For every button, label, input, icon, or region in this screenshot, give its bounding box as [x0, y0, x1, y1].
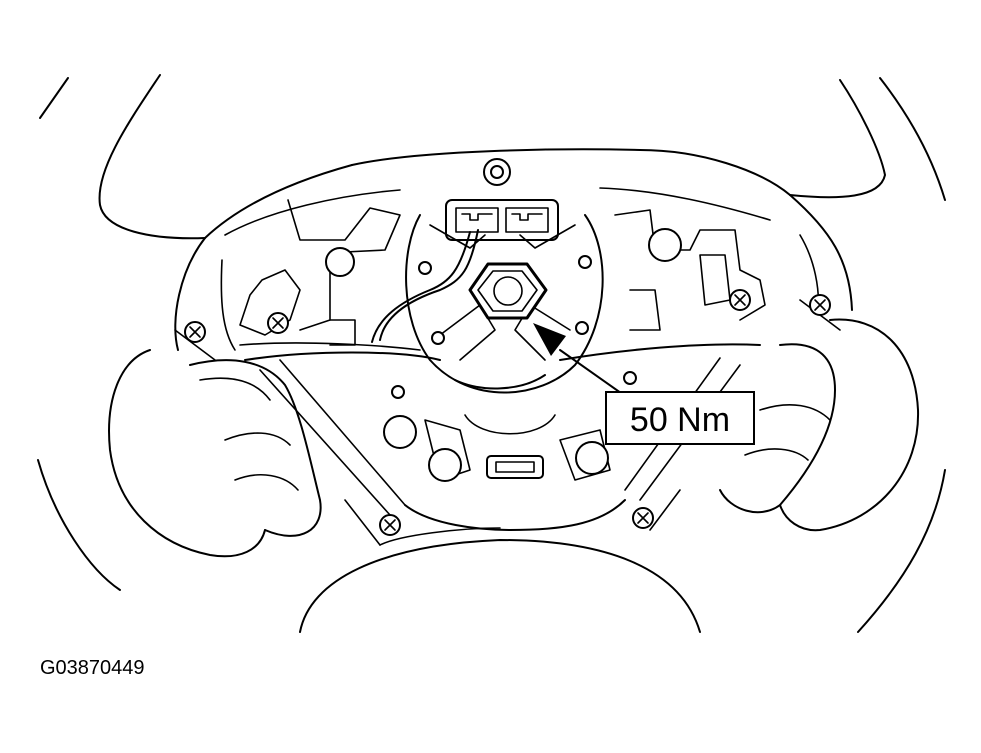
- screw-icon: [184, 321, 206, 343]
- figure-id: G03870449: [40, 657, 145, 679]
- wiring-harness: [371, 229, 546, 390]
- screw-icon: [267, 312, 289, 334]
- right-bracket: [614, 209, 766, 331]
- connector-block: [445, 199, 559, 241]
- screw-icon: [729, 289, 751, 311]
- left-thumb-grip: [108, 329, 322, 558]
- screw-icon: [809, 294, 831, 316]
- mounting-screws: [184, 289, 831, 536]
- hub-housing: [174, 148, 853, 351]
- lower-hub: [244, 343, 761, 531]
- screw-icon: [379, 514, 401, 536]
- torque-callout-leader: [533, 323, 629, 399]
- upper-left-spoke: [98, 74, 353, 240]
- lower-spoke: [299, 489, 701, 633]
- screw-icon: [632, 507, 654, 529]
- torque-callout: 50 Nm: [605, 391, 755, 445]
- steering-wheel-rim: [37, 77, 946, 633]
- arrow-head-icon: [533, 323, 566, 356]
- top-boss: [483, 158, 511, 186]
- left-bracket: [239, 199, 421, 351]
- hex-bolt: [468, 262, 548, 320]
- torque-label: 50 Nm: [630, 401, 730, 439]
- upper-right-spoke: [639, 79, 886, 199]
